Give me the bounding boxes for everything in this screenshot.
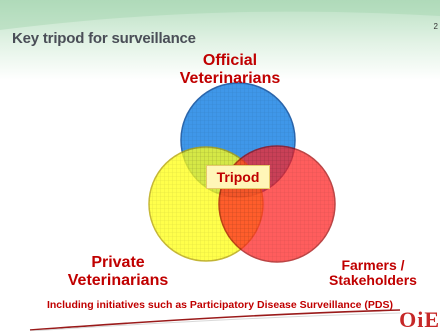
footer-swoosh xyxy=(29,309,401,331)
grid-overlay-farmers xyxy=(219,146,335,262)
label-farmers-stakeholders: Farmers / Stakeholders xyxy=(318,257,428,289)
label-farmers-line2: Stakeholders xyxy=(329,272,417,289)
slide-title: Key tripod for surveillance xyxy=(12,30,196,47)
label-private-veterinarians: Private Veterinarians xyxy=(58,254,178,289)
oie-logo: OiE xyxy=(399,307,440,331)
label-private-line2: Veterinarians xyxy=(67,271,169,289)
label-official-line1: Official xyxy=(202,52,258,69)
label-private-line1: Private xyxy=(91,254,145,271)
label-official-veterinarians: Official Veterinarians xyxy=(170,52,290,87)
label-official-line2: Veterinarians xyxy=(179,69,281,87)
top-gradient-band xyxy=(0,0,440,80)
tripod-center-label: Tripod xyxy=(206,165,270,189)
pds-note: Including initiatives such as Participat… xyxy=(46,299,394,311)
page-number: 2 xyxy=(433,22,438,31)
label-farmers-line1: Farmers / xyxy=(341,257,405,273)
